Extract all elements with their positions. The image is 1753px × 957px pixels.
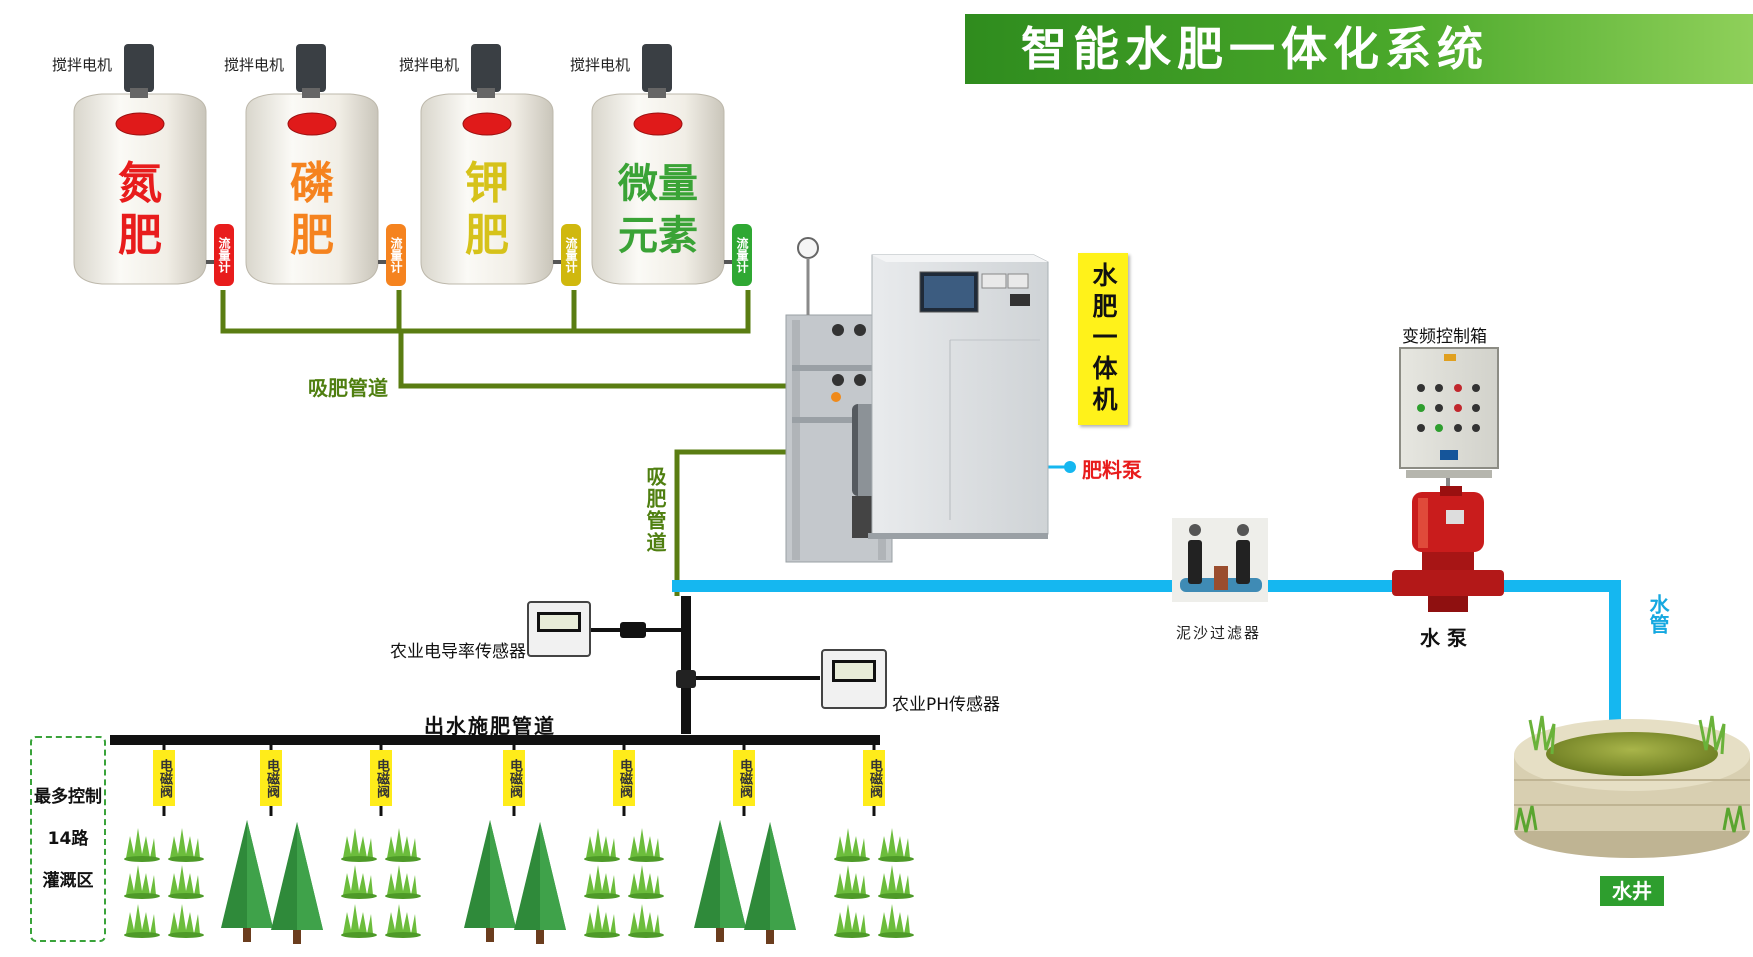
grass-icon bbox=[834, 904, 870, 938]
control-box-label: 变频控制箱 bbox=[1402, 327, 1487, 347]
mixer-motor-label: 搅拌电机 bbox=[570, 56, 631, 74]
solenoid-valve-tag: 电磁阀 bbox=[613, 750, 635, 806]
vfd-control-box bbox=[1399, 347, 1499, 492]
grass-icon bbox=[385, 828, 421, 862]
flowmeter-tag: 流量计 bbox=[214, 224, 234, 286]
tank-3 bbox=[420, 44, 567, 285]
outlet-pipe-label: 出水施肥管道 bbox=[424, 714, 556, 738]
tree-icon bbox=[271, 822, 323, 944]
grass-icon bbox=[878, 904, 914, 938]
grass-icon bbox=[168, 865, 204, 899]
tank-4 bbox=[591, 44, 738, 285]
fertilizer-pump-label: 肥料泵 bbox=[1082, 458, 1142, 482]
solenoid-valve-tag: 电磁阀 bbox=[153, 750, 175, 806]
grass-icon bbox=[341, 904, 377, 938]
flowmeter-tag: 流量计 bbox=[561, 224, 581, 286]
mixer-motor-label: 搅拌电机 bbox=[224, 56, 285, 74]
tree-icon bbox=[221, 820, 273, 942]
solenoid-valve-tag: 电磁阀 bbox=[370, 750, 392, 806]
tank-name: 磷 肥 bbox=[290, 158, 334, 261]
suction-pipe-label-v: 吸肥管道 bbox=[643, 466, 667, 554]
flowmeter-tag: 流量计 bbox=[732, 224, 752, 286]
zone-line-2: 14路 bbox=[47, 829, 89, 849]
suction-pipe-label-h: 吸肥管道 bbox=[308, 376, 388, 400]
outlet-pipe-network bbox=[110, 596, 880, 745]
tank-2 bbox=[245, 44, 392, 285]
tree-icon bbox=[464, 820, 516, 942]
solenoid-valve-tag: 电磁阀 bbox=[503, 750, 525, 806]
tree-icon bbox=[514, 822, 566, 944]
grass-icon bbox=[385, 865, 421, 899]
grass-icon bbox=[628, 904, 664, 938]
water-pipe-label: 水管 bbox=[1646, 594, 1670, 634]
tank-1 bbox=[73, 44, 220, 285]
grass-icon bbox=[168, 904, 204, 938]
tank-lid-icon bbox=[633, 112, 683, 136]
grass-icon bbox=[385, 904, 421, 938]
ph-sensor-device bbox=[676, 649, 887, 709]
fertilizer-tanks bbox=[73, 44, 738, 285]
diagram-title: 智能水肥一体化系统 bbox=[965, 14, 1753, 84]
grass-icon bbox=[628, 828, 664, 862]
machine-tag: 水肥一体机 bbox=[1078, 253, 1128, 425]
solenoid-valve-tag: 电磁阀 bbox=[260, 750, 282, 806]
fertilizer-pipe-network bbox=[220, 290, 795, 596]
solenoid-valve-tag: 电磁阀 bbox=[863, 750, 885, 806]
tank-lid-icon bbox=[287, 112, 337, 136]
grass-icon bbox=[878, 828, 914, 862]
water-pump bbox=[1392, 486, 1504, 612]
grass-icon bbox=[341, 828, 377, 862]
main-water-pipe bbox=[672, 580, 1621, 738]
tank-lid-icon bbox=[462, 112, 512, 136]
grass-icon bbox=[878, 865, 914, 899]
sand-filter bbox=[1172, 518, 1268, 602]
mixer-motor-icon bbox=[296, 44, 326, 92]
grass-icon bbox=[834, 828, 870, 862]
tree-icon bbox=[744, 822, 796, 944]
grass-icon bbox=[124, 904, 160, 938]
grass-icon bbox=[124, 865, 160, 899]
zone-line-1: 最多控制 bbox=[34, 787, 102, 807]
water-pump-label: 水 泵 bbox=[1420, 626, 1467, 650]
water-well bbox=[1514, 715, 1750, 858]
tank-lid-icon bbox=[115, 112, 165, 136]
mixer-motor-icon bbox=[471, 44, 501, 92]
fertilizer-pump-dot bbox=[1064, 461, 1076, 473]
mixer-motor-icon bbox=[124, 44, 154, 92]
irrigation-plants bbox=[124, 820, 914, 944]
irrigation-zone-box: 最多控制 14路 灌溉区 bbox=[30, 736, 106, 942]
ec-sensor-device bbox=[527, 601, 646, 657]
grass-icon bbox=[584, 904, 620, 938]
flowmeter-collector-pipe bbox=[220, 290, 751, 334]
grass-icon bbox=[584, 828, 620, 862]
mixer-motor-label: 搅拌电机 bbox=[52, 56, 113, 74]
solenoid-valve-tag: 电磁阀 bbox=[733, 750, 755, 806]
grass-icon bbox=[584, 865, 620, 899]
tree-icon bbox=[694, 820, 746, 942]
zone-line-3: 灌溉区 bbox=[42, 871, 94, 891]
suction-pipe-vertical bbox=[674, 449, 795, 596]
suction-pipe-horizontal bbox=[398, 331, 795, 389]
well-label: 水井 bbox=[1600, 876, 1664, 906]
mixer-motor-icon bbox=[642, 44, 672, 92]
grass-icon bbox=[168, 828, 204, 862]
grass-icon bbox=[341, 865, 377, 899]
flowmeter-tag: 流量计 bbox=[386, 224, 406, 286]
ph-sensor-label: 农业PH传感器 bbox=[892, 695, 1001, 715]
grass-icon bbox=[124, 828, 160, 862]
grass-icon bbox=[834, 865, 870, 899]
sand-filter-label: 泥沙过滤器 bbox=[1176, 624, 1262, 642]
tank-name: 钾 肥 bbox=[465, 158, 509, 261]
grass-icon bbox=[628, 865, 664, 899]
mixer-motor-label: 搅拌电机 bbox=[399, 56, 460, 74]
ec-sensor-label: 农业电导率传感器 bbox=[390, 642, 526, 662]
tank-name: 氮 肥 bbox=[118, 158, 162, 261]
fertigation-machine bbox=[785, 237, 1049, 563]
tank-name: 微量 元素 bbox=[618, 161, 698, 259]
